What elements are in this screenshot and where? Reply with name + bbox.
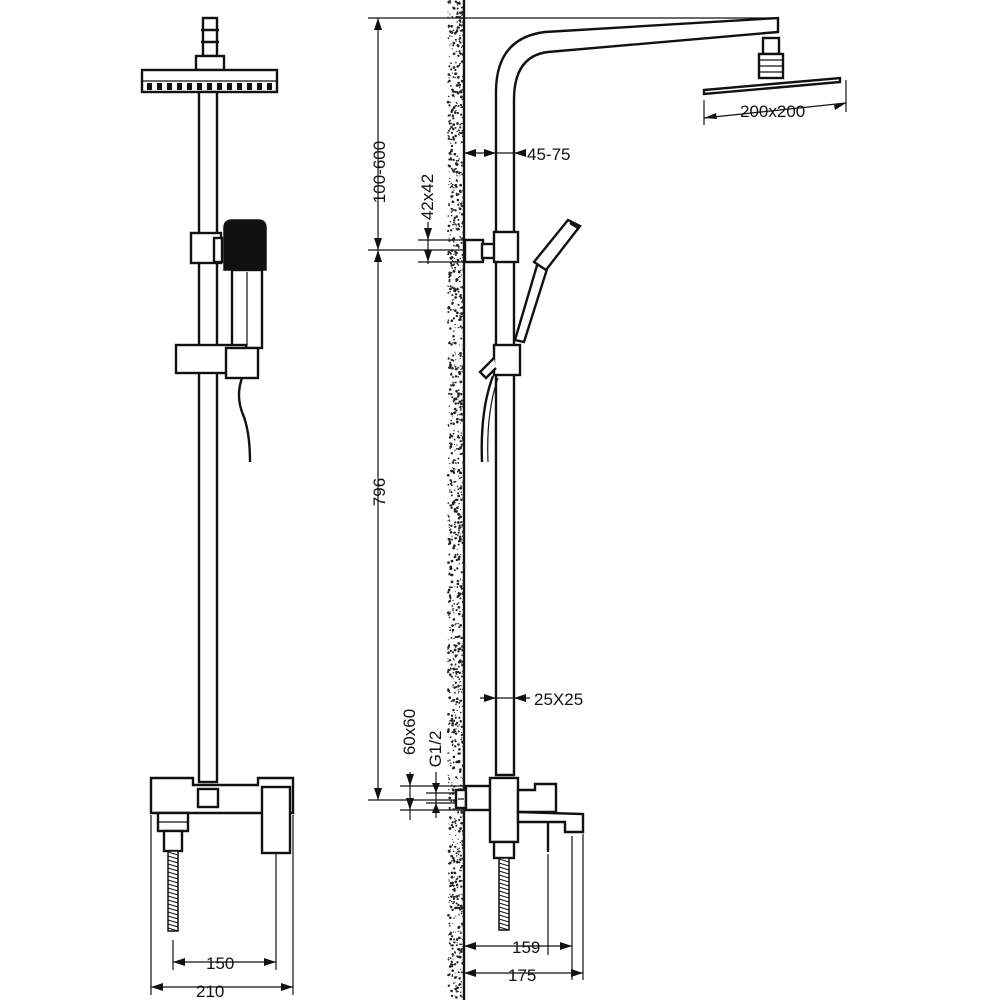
label-head-size: 200x200 <box>740 102 805 121</box>
side-view <box>446 0 842 1000</box>
dim-side-159 <box>464 836 573 980</box>
front-slider-holder <box>174 343 260 380</box>
side-mixer <box>454 776 585 852</box>
front-vertical-rail <box>197 90 219 784</box>
label-spout-width: 150 <box>206 954 234 973</box>
front-view <box>140 16 295 932</box>
dim-side-175 <box>464 834 584 980</box>
side-upper-bracket <box>463 230 520 264</box>
side-slider-holder <box>478 343 522 380</box>
front-shower-head <box>140 68 279 94</box>
label-projection-175: 175 <box>508 966 536 985</box>
label-projection-159: 159 <box>512 938 540 957</box>
dimension-labels: 200x200 45-75 100-600 42x42 796 25X25 60… <box>196 102 805 1000</box>
side-hand-shower <box>513 218 582 344</box>
front-upper-bracket <box>189 231 224 265</box>
dim-tube-section <box>480 694 530 702</box>
label-bracket-size: 42x42 <box>418 174 437 220</box>
side-lower-hose <box>492 840 516 931</box>
side-rail-and-arm <box>494 16 780 777</box>
label-arm-height: 100-600 <box>370 141 389 203</box>
dim-front-210 <box>150 815 294 995</box>
dim-front-150 <box>172 853 277 970</box>
wall <box>446 0 466 1000</box>
dim-head-size <box>703 80 847 125</box>
front-hand-shower <box>223 219 267 350</box>
front-top-connector <box>194 16 226 72</box>
side-hose-upper <box>480 375 499 463</box>
label-thread: G1/2 <box>426 731 445 768</box>
dimension-lines <box>150 17 847 995</box>
label-wall-offset: 45-75 <box>527 145 570 164</box>
dim-vertical-left <box>368 17 778 801</box>
label-mixer-size: 60x60 <box>400 709 419 755</box>
dim-bracket <box>418 222 465 264</box>
label-rail-length: 796 <box>370 478 389 506</box>
side-shower-head <box>702 76 842 96</box>
dim-wall-offset <box>464 143 526 162</box>
front-mixer-body <box>149 776 295 855</box>
dim-mixer <box>400 772 466 820</box>
side-head-connector <box>757 36 785 80</box>
front-hose-upper <box>237 377 252 463</box>
label-mixer-width: 210 <box>196 982 224 1000</box>
label-tube-section: 25X25 <box>534 690 583 709</box>
front-lower-hose <box>167 850 179 932</box>
